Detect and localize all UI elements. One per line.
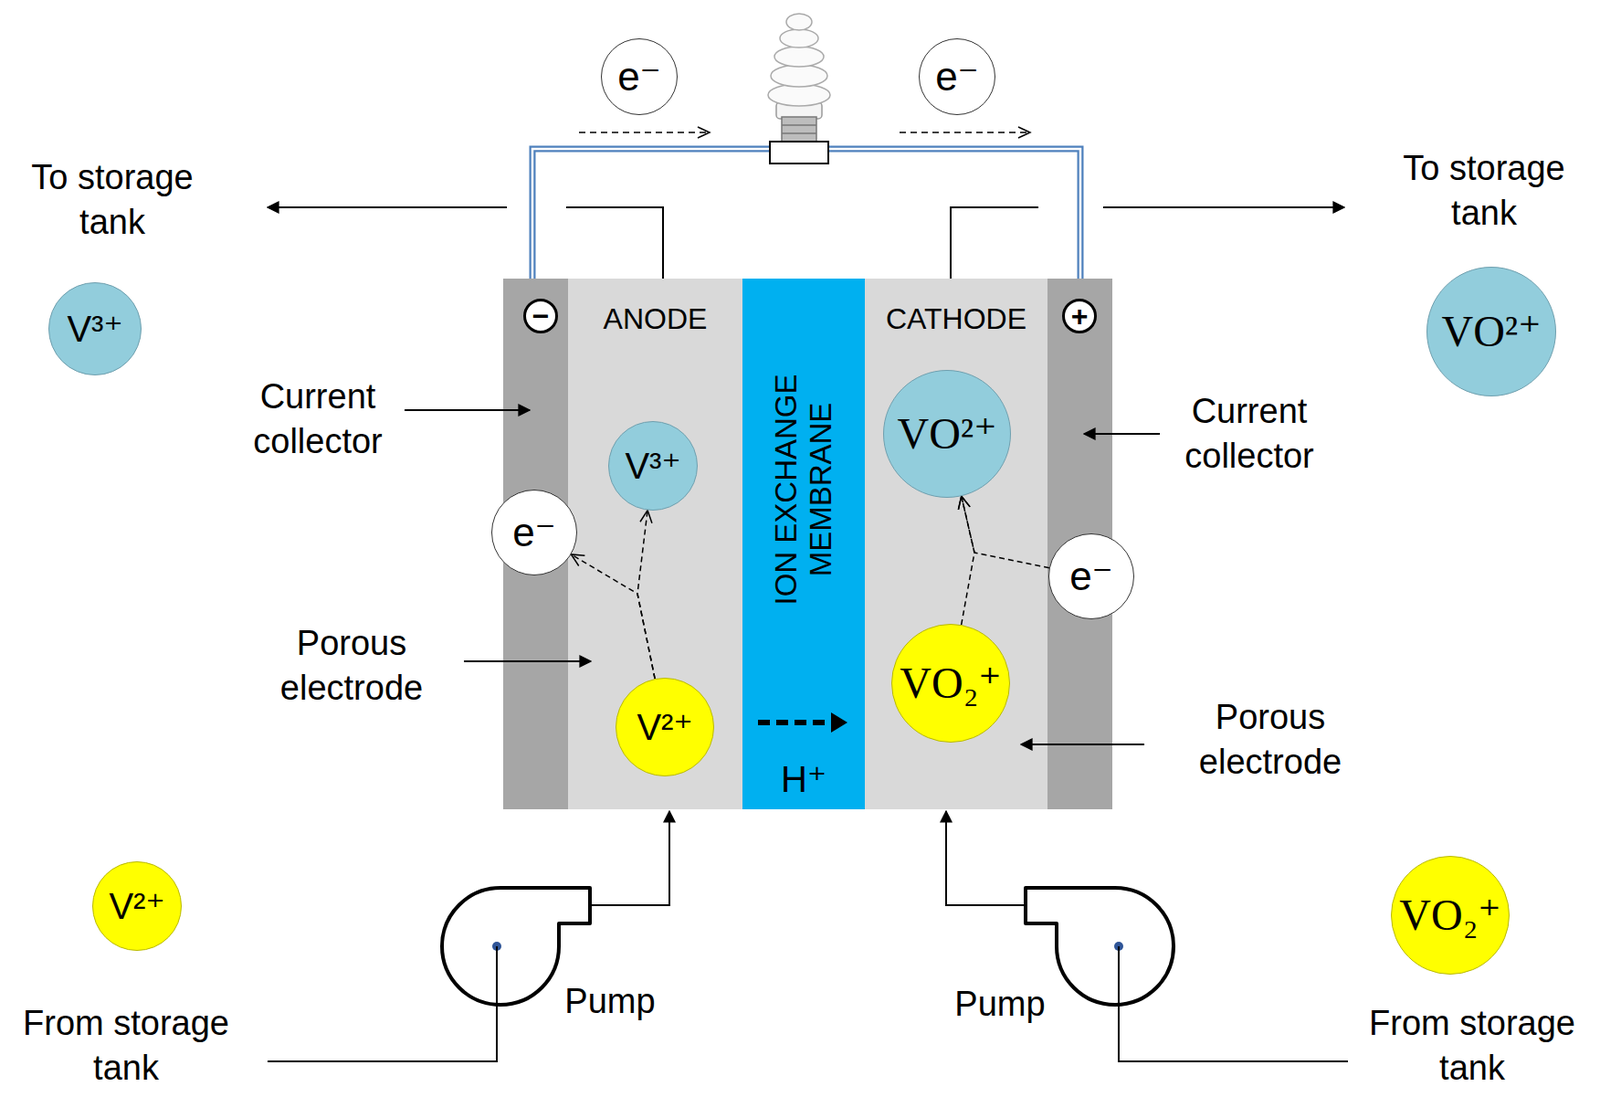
proton-arrow — [757, 719, 833, 726]
to-tank-arrow — [1103, 206, 1345, 209]
ion-circle: VO₂⁺ — [1390, 855, 1510, 975]
inlet-pipe — [1118, 946, 1348, 1062]
part-label: From storage tank — [6, 1000, 246, 1092]
ion-label: e⁻ — [1069, 556, 1114, 597]
leader-arrow — [1084, 432, 1160, 435]
bulb-socket — [769, 141, 829, 164]
reaction-arrow — [570, 554, 655, 679]
leader-arrow — [1021, 743, 1145, 746]
light-bulb — [768, 13, 831, 164]
membrane-band — [742, 278, 865, 810]
proton-label: H⁺ — [742, 760, 865, 798]
part-label: To storage tank — [7, 155, 218, 246]
ion-label: V²⁺ — [636, 708, 693, 746]
ion-circle: VO₂⁺ — [891, 623, 1011, 743]
inlet-pipe — [267, 946, 497, 1062]
electron-flow-head — [1018, 126, 1031, 138]
electron-flow-arrow — [899, 131, 1030, 134]
pump-assembly — [267, 810, 670, 1062]
ion-label: V³⁺ — [66, 310, 123, 348]
reaction-line — [637, 510, 655, 679]
feed-pipe — [589, 810, 670, 906]
part-label: Porous electrode — [251, 621, 453, 712]
part-label: Current collector — [1144, 389, 1355, 480]
reaction-arrowhead — [570, 554, 585, 567]
bulb-coil — [779, 29, 819, 48]
part-label: To storage tank — [1378, 146, 1590, 237]
ion-circle: VO²⁺ — [883, 369, 1011, 498]
electrode-region: ANODE V³⁺ V²⁺ — [568, 278, 743, 810]
polarity-sign: − — [523, 298, 558, 334]
reaction-arrowhead — [957, 495, 970, 510]
reaction-line — [570, 554, 655, 679]
part-label: Porous electrode — [1169, 694, 1371, 786]
ion-circle: V²⁺ — [615, 677, 715, 777]
electron-flow-head — [697, 126, 710, 138]
porous-electrode — [864, 278, 1048, 810]
ion-circle: V³⁺ — [608, 421, 698, 511]
ion-label: V³⁺ — [624, 447, 681, 485]
region-heading: ANODE — [568, 304, 743, 334]
part-label: Pump — [926, 981, 1074, 1027]
reaction-arrow — [957, 495, 1050, 568]
region-heading: CATHODE — [864, 304, 1048, 334]
ion-label: + — [1071, 301, 1089, 331]
bulb-coil — [774, 46, 824, 67]
reaction-line — [961, 495, 975, 625]
ion-circle: V³⁺ — [48, 282, 142, 376]
feed-pipe — [946, 810, 1026, 906]
pump-casing — [1025, 887, 1174, 1005]
part-label: From storage tank — [1352, 1000, 1592, 1092]
reaction-arrowhead — [640, 510, 653, 524]
porous-electrode — [568, 278, 743, 810]
part-label: Current collector — [212, 374, 423, 465]
reaction-arrow — [637, 510, 655, 679]
reaction-line — [961, 495, 1050, 568]
electron-flow-arrow — [578, 131, 709, 134]
to-tank-arrow — [267, 206, 507, 209]
ion-circle: V²⁺ — [92, 861, 182, 951]
ion-circle: VO²⁺ — [1426, 266, 1557, 397]
electron-circle: e⁻ — [491, 489, 578, 576]
outlet-pipe — [566, 207, 664, 279]
electron-circle: e⁻ — [600, 38, 678, 116]
ion-label: VO₂⁺ — [899, 661, 1001, 706]
membrane-title: ION EXCHANGE MEMBRANE — [768, 343, 839, 636]
leader-arrow — [404, 409, 530, 411]
polarity-sign: + — [1062, 298, 1097, 334]
electron-circle: e⁻ — [918, 38, 996, 116]
ion-label: V²⁺ — [108, 887, 165, 925]
part-label: Pump — [536, 978, 684, 1024]
bulb-base — [781, 116, 817, 142]
electron-circle: e⁻ — [1048, 533, 1135, 620]
leader-arrow — [463, 660, 591, 663]
pump-assembly — [946, 810, 1348, 1062]
wire — [532, 148, 1081, 279]
ion-label: VO₂⁺ — [1399, 893, 1501, 937]
ion-label: e⁻ — [617, 56, 662, 97]
ion-label: VO²⁺ — [896, 411, 997, 456]
wire-core — [532, 148, 1081, 279]
bulb-coil — [770, 64, 828, 87]
outlet-pipe — [950, 207, 1039, 279]
electrode-region: CATHODE VO²⁺ VO₂⁺ — [864, 278, 1048, 810]
ion-label: VO²⁺ — [1441, 309, 1541, 354]
bulb-coil — [786, 13, 812, 31]
ion-label: e⁻ — [935, 56, 979, 97]
membrane-band: ION EXCHANGE MEMBRANE H⁺ — [742, 278, 865, 810]
proton-arrowhead — [831, 712, 848, 733]
ion-label: − — [532, 301, 550, 331]
bulb-thread — [781, 124, 817, 127]
bulb-thread — [781, 132, 817, 135]
ion-label: e⁻ — [512, 512, 557, 553]
